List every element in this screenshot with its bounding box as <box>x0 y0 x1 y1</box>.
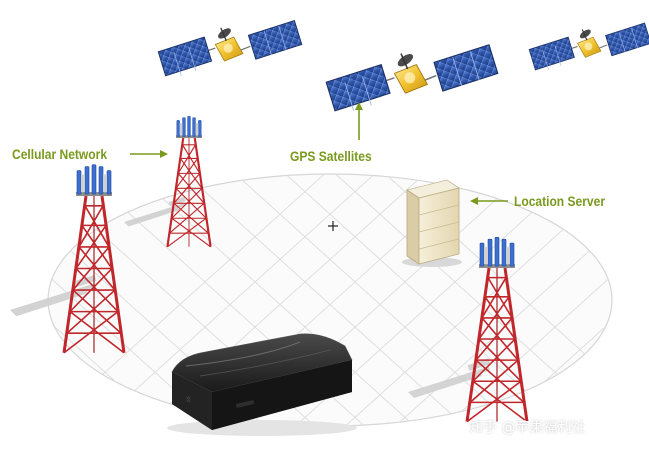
arrow-icon <box>355 102 363 140</box>
cellular-network-label: Cellular Network <box>12 146 108 162</box>
arrow-icon <box>130 150 168 158</box>
gps-tracker-device-icon: ʬ <box>167 333 357 436</box>
watermark: 知乎 @苹果福利社 <box>469 420 586 436</box>
satellite-icon <box>325 44 499 112</box>
arrow-icon <box>470 197 508 205</box>
location-server-label: Location Server <box>514 193 606 209</box>
center-crosshair-icon <box>328 221 338 231</box>
satellite-icon <box>157 19 303 77</box>
svg-text:ʬ: ʬ <box>186 395 191 405</box>
gps-satellites-label: GPS Satellites <box>290 148 372 164</box>
satellite-icon <box>528 22 649 71</box>
server-icon <box>402 179 462 267</box>
